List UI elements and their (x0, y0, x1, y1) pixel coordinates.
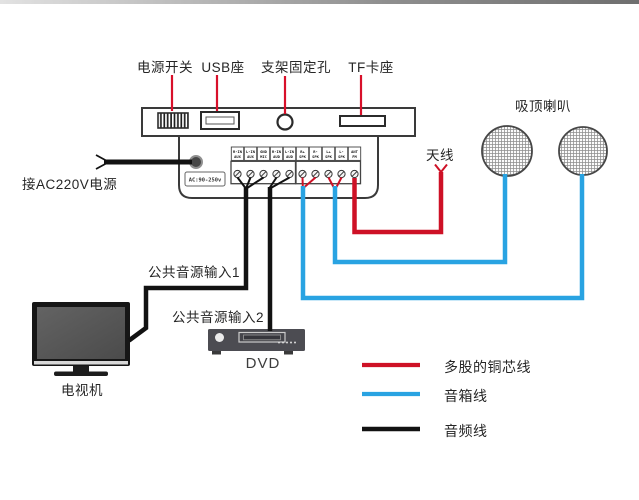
terminal-label: SPK (299, 155, 306, 159)
terminal-labels-left: R-IN AUX L-IN AUX GND MIC R-IN AUD L-IN … (230, 146, 297, 161)
usb-port (200, 111, 240, 130)
tf-card-slot (339, 115, 386, 127)
label-audio-input-2: 公共音源输入2 (172, 310, 265, 325)
terminal-label: SPK (325, 155, 332, 159)
terminal-label: AUD (273, 155, 280, 159)
label-usb: USB座 (201, 60, 245, 75)
speaker-wire-leads (327, 177, 343, 188)
antenna-fork (434, 163, 448, 173)
terminal-label: AUX (234, 155, 241, 159)
terminal-label: AUX (247, 155, 254, 159)
label-ceiling-speakers: 吸顶喇叭 (515, 99, 571, 114)
terminal-label: L-IN (246, 150, 255, 154)
speaker-wire-leads (301, 176, 317, 188)
label-dvd: DVD (245, 355, 281, 372)
terminal-label: AUD (286, 155, 293, 159)
label-tf-slot: TF卡座 (348, 60, 394, 75)
amplifier-device: AC:90-250v R-IN AUX L-IN AUX GND MIC R-I… (141, 107, 416, 199)
terminal-label: SPK (312, 155, 319, 159)
label-bracket-hole: 支架固定孔 (261, 60, 331, 75)
terminal-label: MIC (260, 155, 267, 159)
wire-end-fork (95, 154, 108, 170)
label-leader-lines (170, 75, 363, 115)
speaker-wire-right (300, 174, 585, 301)
speaker-wire-left (327, 174, 508, 265)
antenna-wire (352, 163, 448, 235)
terminal-label: L+ (326, 150, 331, 154)
power-switch (157, 112, 189, 129)
terminal-label: R-IN (272, 150, 281, 154)
terminal-label: R- (313, 150, 317, 154)
terminal-label: L- (339, 150, 343, 154)
label-power-switch: 电源开关 (137, 60, 193, 75)
terminal-label: L-IN (285, 150, 294, 154)
ac-rating-box: AC:90-250v (184, 171, 226, 187)
label-tv: 电视机 (61, 383, 103, 398)
label-ac-power: 接AC220V电源 (22, 177, 118, 192)
ac-rating-text: AC:90-250v (189, 178, 222, 184)
dvd-indicator-dots (278, 341, 296, 344)
terminal-label: R-IN (233, 150, 242, 154)
terminal-label: FM (352, 155, 357, 159)
audio-wire-tv (127, 176, 265, 343)
terminal-label: SPK (338, 155, 345, 159)
terminal-labels-right: R+ SPK R- SPK L+ SPK L- SPK ANT FM (295, 146, 362, 161)
ceiling-speaker-right (558, 126, 608, 176)
ac-power-wire (95, 154, 192, 170)
legend-label-speaker: 音箱线 (444, 388, 488, 404)
label-audio-input-1: 公共音源输入1 (148, 265, 241, 280)
legend-label-copper: 多股的铜芯线 (444, 359, 531, 375)
terminal-label: GND (260, 150, 267, 154)
terminal-label: ANT (351, 150, 358, 154)
legend-lines (362, 362, 420, 432)
dvd-power-button (215, 333, 224, 342)
label-antenna: 天线 (426, 148, 454, 163)
legend-label-audio: 音频线 (444, 423, 488, 439)
dvd-player (208, 329, 305, 355)
terminal-label: R+ (300, 150, 305, 154)
mounting-hole (276, 113, 294, 131)
top-edge-bar (0, 0, 639, 4)
ceiling-speaker-left (481, 125, 533, 177)
audio-wire-dvd (267, 176, 290, 331)
tv (32, 302, 130, 376)
